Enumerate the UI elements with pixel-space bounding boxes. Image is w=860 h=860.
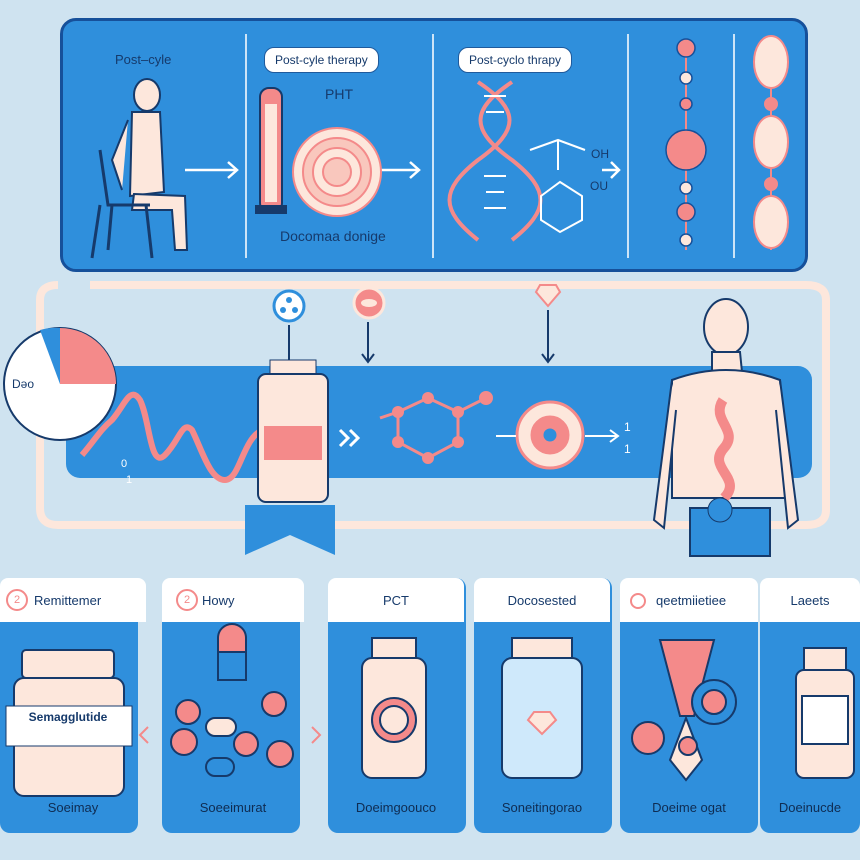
wave-number-3: 0 [121, 458, 128, 470]
badge-5-icon [630, 593, 646, 609]
top-divider-1 [245, 34, 247, 258]
down-arrow-icon [288, 310, 555, 364]
target-circle-icon [292, 127, 382, 217]
card-tab-5-label: qeetmiietiee [656, 592, 727, 608]
intestine-icon [714, 397, 735, 502]
card-caption-2: Soeeimurat [199, 800, 267, 815]
badge-1: 2 [6, 589, 28, 611]
label-pct-therapy-1: Post-cyle therapy [264, 47, 379, 73]
double-chevron-icon [338, 428, 361, 448]
thermometer-icon [255, 87, 287, 214]
horizontal-arrow-icon [496, 429, 620, 443]
card-illustrations [5, 623, 855, 797]
label-oh: OH [591, 147, 609, 161]
gem-bottle-icon [501, 637, 583, 779]
pills-icon [170, 623, 294, 777]
pie-chart-icon [3, 327, 117, 441]
card-caption-1: Soeimay [47, 800, 99, 815]
card-caption-4: Soneitingorao [501, 800, 583, 815]
network-icon [272, 289, 306, 323]
card-tab-4-label: Docosested [507, 592, 577, 608]
wave-number-1: 4 [89, 402, 96, 414]
card-caption-6: Doeinucde [778, 800, 842, 815]
card-tab-3: PCT [328, 578, 464, 622]
funnel-icon [631, 639, 737, 782]
card-tab-4: Docosested [474, 578, 610, 622]
top-divider-4 [733, 34, 735, 258]
chair-icon [90, 149, 154, 259]
bottle-label-semaglutide: Semagglutide [28, 710, 108, 724]
bottle-small-icon [795, 647, 855, 779]
card-tab-1-label: Remittemer [34, 592, 102, 608]
label-pct-therapy-2: Post-cyclo thrapy [458, 47, 573, 73]
lens-chain-icon [753, 35, 789, 250]
label-post-cycle: Post–cyle [115, 52, 172, 67]
wave-number-4: 1 [126, 474, 133, 486]
card-caption-5: Doeime ogat [652, 800, 726, 815]
molecule-nodes [392, 391, 493, 464]
card-tab-5: qeetmiietiee [620, 578, 758, 622]
top-divider-3 [627, 34, 629, 258]
pill-icon [707, 497, 733, 523]
card-caption-3: Doeimgoouco [355, 800, 437, 815]
label-ou: OU [590, 179, 608, 193]
tablet-icon [352, 286, 386, 320]
arrow-icon [185, 161, 621, 179]
badge-2: 2 [176, 589, 198, 611]
bead-chain-icon [665, 38, 707, 250]
connector-loop [36, 281, 830, 529]
dna-helix-icon [447, 80, 543, 242]
arrow-number-bottom: 1 [624, 442, 631, 456]
arrow-number-top: 1 [624, 420, 631, 434]
pie-label: Dǝo [12, 377, 35, 391]
medicine-jar-icon [5, 649, 133, 797]
ribbon-icon [245, 505, 335, 555]
card-tab-3-label: PCT [383, 592, 409, 608]
card-tab-6-label: Laeets [790, 592, 830, 608]
diamond-icon [534, 284, 562, 308]
label-pht: PHT [325, 86, 353, 102]
label-dose: Docomaa donige [280, 228, 386, 244]
vial-icon [257, 359, 329, 503]
middle-band [66, 366, 812, 478]
card-tab-2-label: Howy [202, 592, 235, 608]
wave-number-2: 4 [80, 420, 87, 432]
molecule-structure-icon [529, 138, 586, 234]
target-eye-icon [515, 400, 585, 470]
card-tab-6: Laeets [760, 578, 860, 622]
wavy-tube-icon [79, 391, 264, 484]
top-divider-2 [432, 34, 434, 258]
bottle-icon [361, 637, 427, 779]
